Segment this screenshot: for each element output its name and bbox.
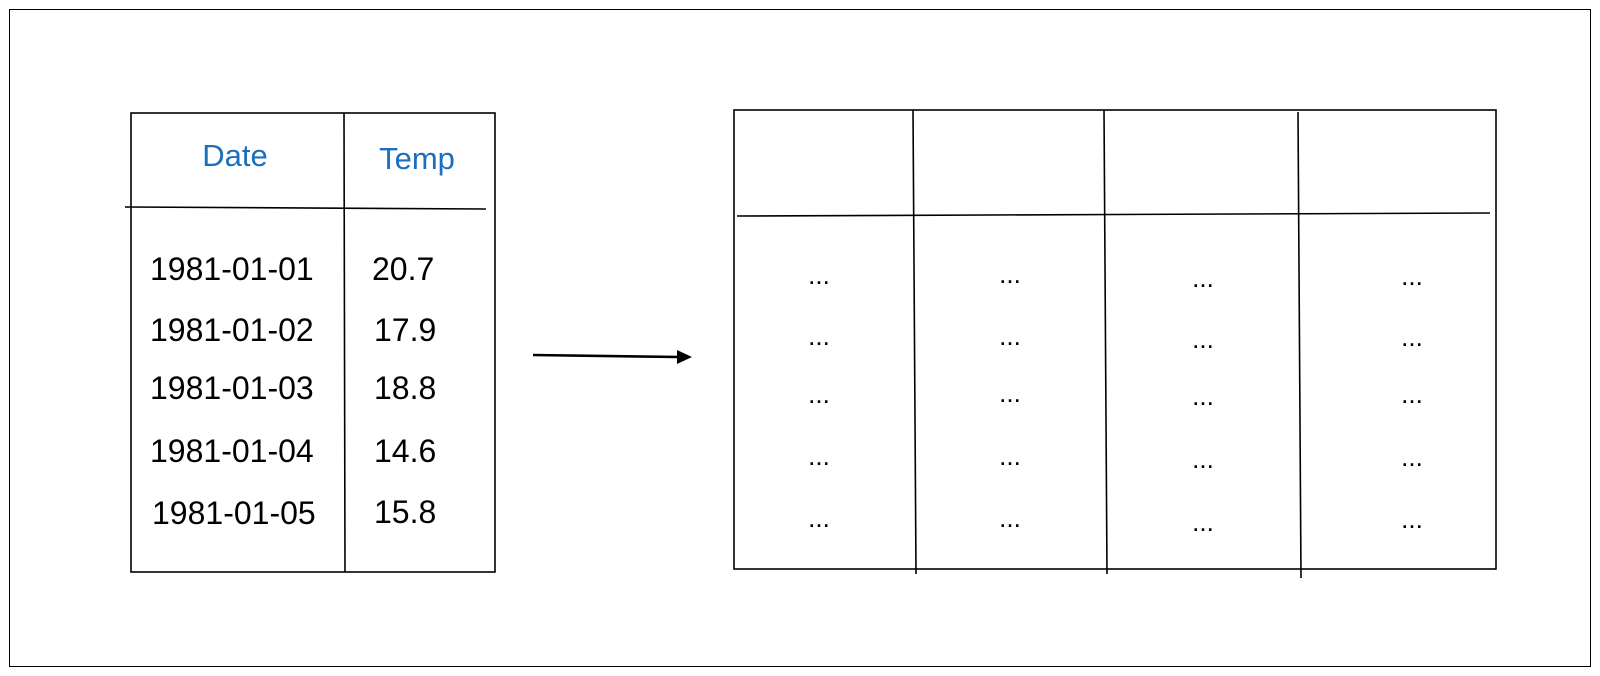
diagram-frame xyxy=(9,9,1591,667)
target-column-divider xyxy=(1103,109,1108,575)
placeholder-cell: ... xyxy=(999,321,1021,351)
placeholder-cell: ... xyxy=(1401,504,1423,534)
placeholder-cell: ... xyxy=(999,503,1021,533)
right-arrow-icon xyxy=(532,350,692,364)
target-column-divider xyxy=(1297,111,1302,579)
temp-cell: 17.9 xyxy=(374,312,436,348)
placeholder-cell: ... xyxy=(1401,442,1423,472)
placeholder-cell: ... xyxy=(1401,322,1423,352)
date-cell: 1981-01-02 xyxy=(150,312,314,348)
placeholder-cell: ... xyxy=(999,259,1021,289)
source-header-divider xyxy=(124,206,487,210)
source-table: Date Temp 1981-01-01 20.7 1981-01-02 17.… xyxy=(124,112,496,573)
temp-cell: 18.8 xyxy=(374,370,436,406)
date-cell: 1981-01-03 xyxy=(150,370,314,406)
date-cell: 1981-01-04 xyxy=(150,433,314,469)
header-temp: Temp xyxy=(379,141,455,176)
placeholder-cell: ... xyxy=(1192,263,1214,293)
placeholder-cell: ... xyxy=(808,441,830,471)
header-date: Date xyxy=(202,138,267,173)
source-column-divider xyxy=(343,112,346,573)
date-cell: 1981-01-01 xyxy=(150,251,314,287)
source-table-border xyxy=(130,112,496,573)
target-table: ........................................… xyxy=(733,109,1497,579)
placeholder-cell: ... xyxy=(1192,324,1214,354)
placeholder-cell: ... xyxy=(1401,379,1423,409)
target-column-divider xyxy=(912,109,917,575)
placeholder-cell: ... xyxy=(1192,507,1214,537)
target-table-border xyxy=(733,109,1497,570)
placeholder-cell: ... xyxy=(999,378,1021,408)
placeholder-cell: ... xyxy=(808,260,830,290)
target-header-divider xyxy=(736,212,1491,217)
placeholder-cell: ... xyxy=(808,379,830,409)
placeholder-cell: ... xyxy=(808,321,830,351)
placeholder-cells: ........................................… xyxy=(808,259,1423,537)
placeholder-cell: ... xyxy=(808,503,830,533)
placeholder-cell: ... xyxy=(1401,261,1423,291)
temp-cell: 15.8 xyxy=(374,494,436,530)
placeholder-cell: ... xyxy=(1192,444,1214,474)
placeholder-cell: ... xyxy=(999,441,1021,471)
temp-cell: 14.6 xyxy=(374,433,436,469)
placeholder-cell: ... xyxy=(1192,381,1214,411)
date-cell: 1981-01-05 xyxy=(152,495,316,531)
temp-cell: 20.7 xyxy=(372,251,434,287)
